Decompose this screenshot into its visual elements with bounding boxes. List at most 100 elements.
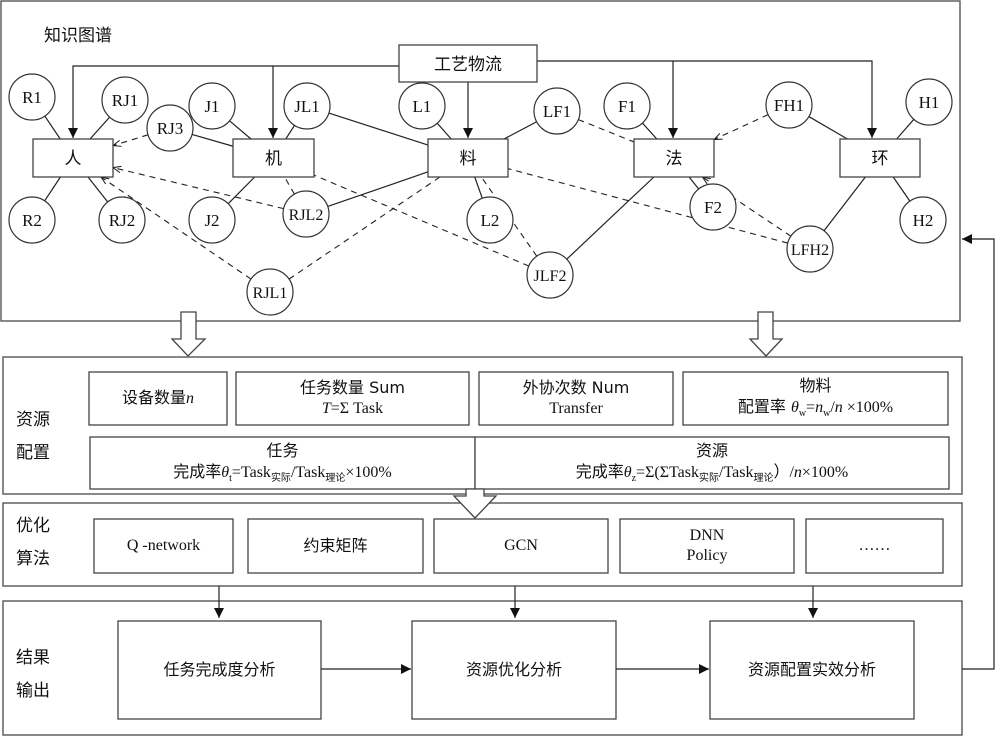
graph-node-j1[interactable]: J1 [188,82,236,130]
category-box[interactable] [839,138,921,178]
node-circle[interactable] [786,225,834,273]
graph-node-l2[interactable]: L2 [466,196,514,244]
graph-node-rj2[interactable]: RJ2 [98,196,146,244]
node-label: J1 [204,97,219,116]
category-label: 法 [666,149,683,169]
edge-solid-r1-ren [44,115,61,140]
node-circle[interactable] [8,196,56,244]
graph-node-j2[interactable]: J2 [188,196,236,244]
graph-node-jl1[interactable]: JL1 [283,82,331,130]
equipment-count-cell [88,371,228,426]
graph-node-lf1[interactable]: LF1 [533,87,581,135]
graph-node-h1[interactable]: H1 [905,78,953,126]
node-circle[interactable] [282,190,330,238]
edge-solid-lfh2-huan [823,176,866,232]
category-box[interactable] [633,138,715,178]
edge-solid-jl1-liao [328,112,429,146]
edge-solid-j2-ji [227,176,256,205]
node-circle[interactable] [689,183,737,231]
node-circle[interactable] [283,82,331,130]
algorithm-q-network: Q -network [126,537,201,554]
algorithm-dnn-policy: DNN Policy [686,527,728,564]
category-fa[interactable]: 法 [633,138,715,178]
material-rate-cell [682,371,949,426]
category-ji[interactable]: 机 [232,138,315,178]
optimization-label-2: 算法 [16,549,50,569]
node-circle[interactable] [188,82,236,130]
edge-dashed-lfh2-liao [507,168,788,244]
category-ren[interactable]: 人 [32,138,114,178]
node-circle[interactable] [188,196,236,244]
task-completion-text: 任务 完成率θt=Task实际/Task理论×100% [173,440,392,484]
node-circle[interactable] [526,251,574,299]
resource-config-label-2: 配置 [16,443,50,463]
category-label: 料 [460,149,477,169]
edge-solid-h1-huan [896,118,915,140]
process-flow-label: 工艺物流 [434,55,502,75]
graph-node-lfh2[interactable]: LFH2 [786,225,834,273]
node-circle[interactable] [98,196,146,244]
edge-solid-h2-huan [892,176,911,202]
resource-config-label-1: 资源 [16,410,50,430]
result-task-completion-analysis: 任务完成度分析 [163,660,276,679]
edge-solid-rj3-ji [191,133,234,147]
category-box[interactable] [232,138,315,178]
node-circle[interactable] [765,81,813,129]
category-box[interactable] [32,138,114,178]
edge-solid-rj2-ren [87,176,109,203]
node-circle[interactable] [905,78,953,126]
node-label: RJ3 [157,119,183,138]
category-label: 环 [872,149,889,169]
node-circle[interactable] [398,82,446,130]
edge-solid-rj1-ren [89,116,111,140]
category-liao[interactable]: 料 [427,138,509,178]
graph-node-rj3[interactable]: RJ3 [146,104,194,152]
edge-dashed-jlf2-ji [313,174,530,267]
category-box[interactable] [427,138,509,178]
process-flow-box[interactable] [398,44,538,83]
node-circle[interactable] [101,76,149,124]
graph-node-r1[interactable]: R1 [8,73,56,121]
node-label: R2 [22,211,42,230]
algorithm-constraint-matrix: 约束矩阵 [303,536,368,555]
node-circle[interactable] [603,82,651,130]
node-circle[interactable] [246,268,294,316]
graph-node-r2[interactable]: R2 [8,196,56,244]
graph-node-f1[interactable]: F1 [603,82,651,130]
graph-node-rj1[interactable]: RJ1 [101,76,149,124]
graph-node-f2[interactable]: F2 [689,183,737,231]
edge-solid-l2-liao [474,176,483,199]
algorithm-gcn: GCN [504,537,538,554]
graph-node-rjl2[interactable]: RJL2 [282,190,330,238]
result-step-box [411,620,617,720]
node-circle[interactable] [466,196,514,244]
graph-node-fh1[interactable]: FH1 [765,81,813,129]
category-huan[interactable]: 环 [839,138,921,178]
equipment-count-text: 设备数量n [121,388,194,407]
graph-node-jlf2[interactable]: JLF2 [526,251,574,299]
knowledge-graph-title: 知识图谱 [44,26,112,46]
graph-node-h2[interactable]: H2 [899,196,947,244]
node-circle[interactable] [8,73,56,121]
node-circle[interactable] [146,104,194,152]
edge-solid-r2-ren [44,176,61,202]
material-rate-text: 物料 配置率 θw=nw/n ×100% [737,376,894,420]
optimization-label-1: 优化 [16,516,50,536]
edge-dashed-rjl2-ji [284,176,295,195]
node-label: JLF2 [534,268,567,285]
algorithm-cell [247,518,424,574]
node-circle[interactable] [899,196,947,244]
node-label: F2 [704,198,722,217]
graph-node-rjl1[interactable]: RJL1 [246,268,294,316]
result-step-box [709,620,915,720]
category-label: 人 [65,149,82,169]
edge-dashed-fh1-fa [714,114,769,140]
node-label: RJ1 [112,91,138,110]
edge-solid-jlf2-fa [566,176,655,260]
node-circle[interactable] [533,87,581,135]
node-label: J2 [204,211,219,230]
algorithm-cell [619,518,795,574]
outsource-count-cell [478,371,674,426]
graph-node-l1[interactable]: L1 [398,82,446,130]
process-flow-connectors [68,60,877,138]
